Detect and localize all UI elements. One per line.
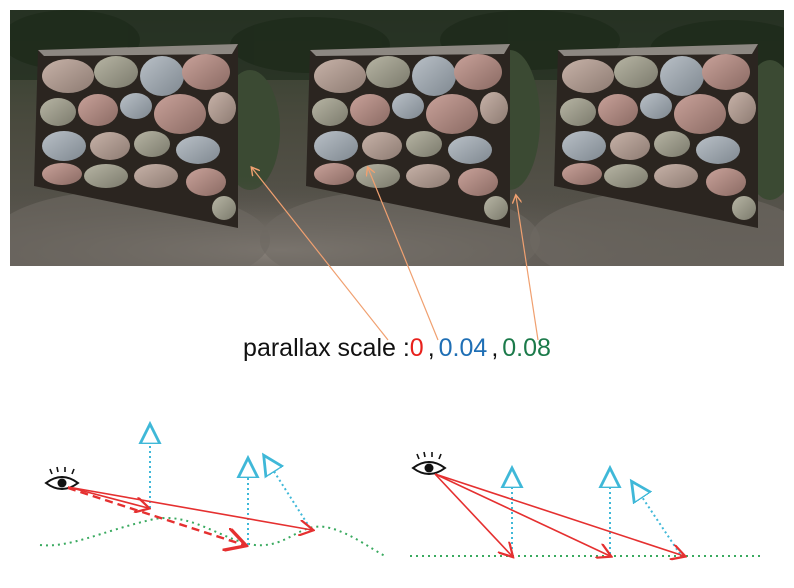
diagram-curved-surface: [39, 432, 386, 557]
curved-surface-line: [39, 517, 386, 557]
render-strip: [10, 10, 784, 266]
parallax-value-0: 0: [409, 334, 424, 362]
parallax-scale-label: parallax scale : 0,0.04,0.08: [0, 334, 794, 363]
separator-2: ,: [491, 334, 499, 362]
parallax-value-008: 0.08: [502, 334, 551, 362]
view-ray-dashed: [67, 486, 244, 545]
surface-normal-6: [636, 488, 681, 555]
diagram-flat-surface: [410, 451, 760, 556]
parallax-value-004: 0.04: [438, 334, 488, 362]
eye-icon: [44, 466, 80, 490]
view-ray-4: [434, 473, 610, 556]
view-ray-5: [434, 473, 684, 556]
parallax-scale-prefix: parallax scale :: [243, 334, 410, 362]
separator-1: ,: [427, 334, 435, 362]
view-ray-2: [67, 486, 312, 530]
eye-icon: [411, 451, 447, 475]
surface-normal-3: [268, 462, 311, 529]
view-ray-1: [67, 486, 148, 508]
ray-diagrams: [39, 420, 760, 588]
view-ray-3: [434, 473, 512, 556]
